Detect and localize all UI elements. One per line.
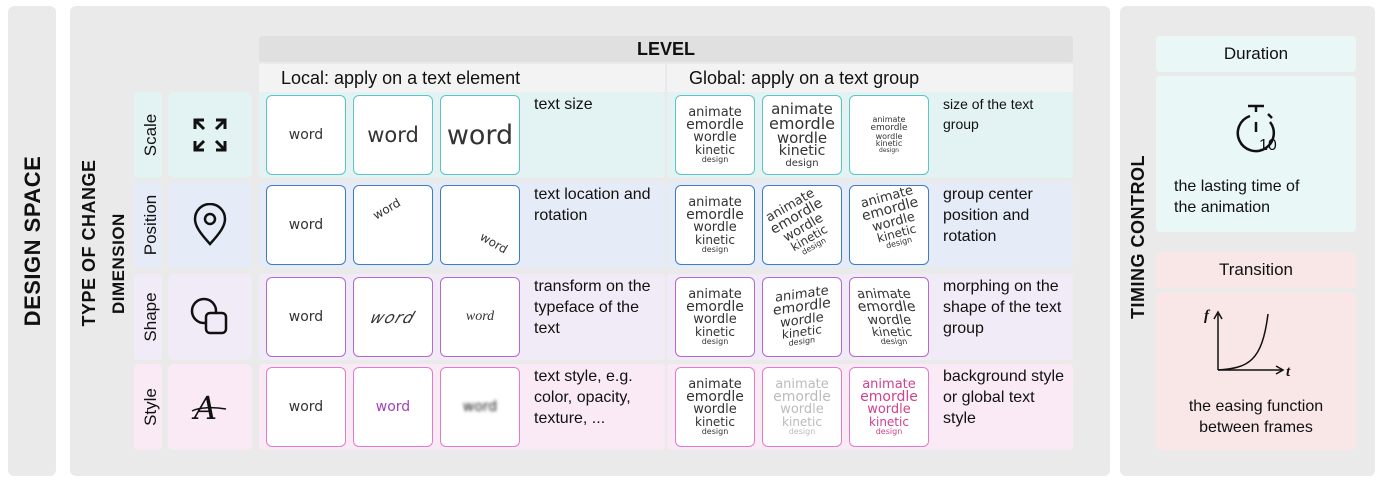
stopwatch-icon: 10 xyxy=(1236,104,1277,154)
local-example-card: word xyxy=(353,277,433,357)
local-example-card: word xyxy=(440,367,520,447)
global-header: Global: apply on a text group xyxy=(667,64,1073,92)
row-label-scale: Scale xyxy=(141,113,160,157)
local-example-card: word xyxy=(353,185,433,265)
expand-arrows-icon xyxy=(168,92,252,178)
design-space-panel xyxy=(8,6,56,476)
local-example-card: word xyxy=(440,277,520,357)
local-header: Local: apply on a text element xyxy=(259,64,665,92)
row-label-style: Style xyxy=(141,388,160,426)
global-description: morphing on the shape of the text group xyxy=(943,278,1062,337)
duration-desc: the lasting time of the animation xyxy=(1174,178,1300,216)
local-example-card: word xyxy=(266,367,346,447)
local-description: text location and rotation xyxy=(534,186,651,224)
global-description: group center position and rotation xyxy=(943,186,1033,245)
shapes-icon xyxy=(168,274,252,360)
transition-desc: the easing function between frames xyxy=(1188,398,1324,436)
row-label-bg xyxy=(134,274,162,360)
timer-value: 10 xyxy=(1259,137,1277,154)
axis-t-label: t xyxy=(1286,364,1291,380)
row-label-bg xyxy=(134,364,162,450)
script-a-icon: A xyxy=(168,364,252,450)
transition-title-box: Transition xyxy=(1156,252,1356,288)
local-description: text style, e.g. color, opacity, texture… xyxy=(534,368,633,427)
local-example-card: word xyxy=(266,277,346,357)
level-header: LEVEL xyxy=(259,36,1073,62)
row-label-bg xyxy=(134,182,162,268)
duration-title-box: Duration xyxy=(1156,36,1356,72)
global-description: size of the text group xyxy=(943,96,1034,132)
location-pin-icon xyxy=(168,182,252,268)
type-of-change-label: TYPE OF CHANGE xyxy=(79,159,99,327)
transition-title: Transition xyxy=(1218,260,1293,279)
row-label-bg xyxy=(134,92,162,178)
duration-body-box: 10 the lasting time of the animation xyxy=(1156,76,1356,232)
local-description: transform on the typeface of the text xyxy=(534,278,651,337)
local-example-card: word xyxy=(266,185,346,265)
row-label-shape: Shape xyxy=(141,292,160,342)
transition-body-box: f t the easing function between frames xyxy=(1156,292,1356,450)
local-example-card: word xyxy=(440,185,520,265)
duration-title: Duration xyxy=(1223,44,1289,63)
local-example-card: word xyxy=(266,95,346,175)
local-example-card: word xyxy=(440,95,520,175)
row-label-position: Position xyxy=(141,194,160,256)
local-example-card: word xyxy=(353,95,433,175)
local-example-card: word xyxy=(353,367,433,447)
global-description: background style or global text style xyxy=(943,368,1064,427)
dimension-bar xyxy=(108,90,130,454)
timing-control-label: TIMING CONTROL xyxy=(1128,155,1148,319)
dimension-label: DIMENSION xyxy=(109,213,128,314)
axis-f-label: f xyxy=(1204,308,1211,324)
design-space-label: DESIGN SPACE xyxy=(20,155,45,327)
easing-curve-icon: f t xyxy=(1204,308,1291,380)
local-description: text size xyxy=(534,96,593,113)
